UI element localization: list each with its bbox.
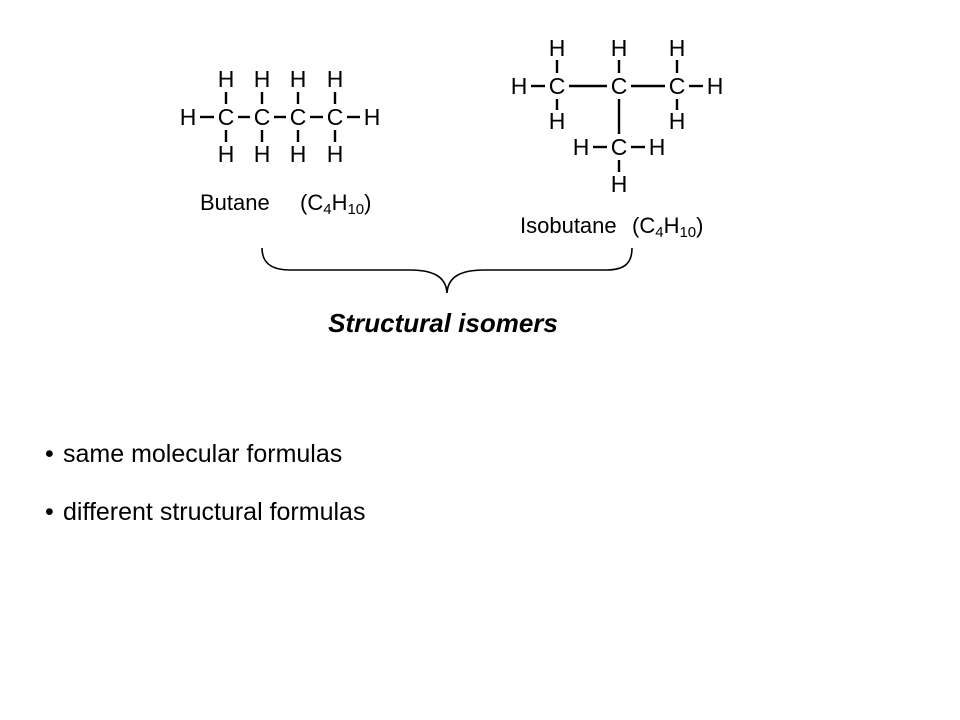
hydrogen-atom: H (611, 171, 628, 197)
diagram-title: Structural isomers (328, 308, 558, 338)
hydrogen-atom: H (218, 141, 235, 167)
carbon-atom: C (611, 134, 628, 160)
hydrogen-atom: H (364, 104, 381, 130)
carbon-atom: C (254, 104, 271, 130)
carbon-atom: C (327, 104, 344, 130)
hydrogen-atom: H (669, 35, 686, 61)
hydrogen-atom: H (327, 141, 344, 167)
bullet-text: different structural formulas (63, 498, 366, 526)
butane-name: Butane (200, 190, 270, 215)
isobutane-name: Isobutane (520, 213, 617, 238)
hydrogen-atom: H (290, 141, 307, 167)
carbon-atom: C (218, 104, 235, 130)
hydrogen-atom: H (611, 35, 628, 61)
hydrogen-atom: H (254, 141, 271, 167)
bullet-same-formulas: • same molecular formulas (45, 436, 365, 472)
hydrogen-atom: H (218, 66, 235, 92)
hydrogen-atom: H (511, 73, 528, 99)
bullet-list: • same molecular formulas • different stru… (45, 436, 365, 552)
carbon-atom: C (290, 104, 307, 130)
hydrogen-atom: H (327, 66, 344, 92)
grouping-brace (261, 247, 633, 294)
carbon-atom: C (549, 73, 566, 99)
hydrogen-atom: H (573, 134, 590, 160)
hydrogen-atom: H (669, 108, 686, 134)
carbon-atom: C (669, 73, 686, 99)
bullet-text: same molecular formulas (63, 440, 343, 468)
isobutane-formula: (C4H10) (632, 213, 703, 241)
bullet-different-structures: • different structural formulas (45, 494, 365, 530)
bullet-marker: • (45, 498, 54, 526)
hydrogen-atom: H (707, 73, 724, 99)
hydrogen-atom: H (290, 66, 307, 92)
bullet-marker: • (45, 440, 54, 468)
hydrogen-atom: H (180, 104, 197, 130)
hydrogen-atom: H (549, 108, 566, 134)
butane-formula: (C4H10) (300, 190, 371, 218)
carbon-atom: C (611, 73, 628, 99)
hydrogen-atom: H (649, 134, 666, 160)
hydrogen-atom: H (549, 35, 566, 61)
hydrogen-atom: H (254, 66, 271, 92)
